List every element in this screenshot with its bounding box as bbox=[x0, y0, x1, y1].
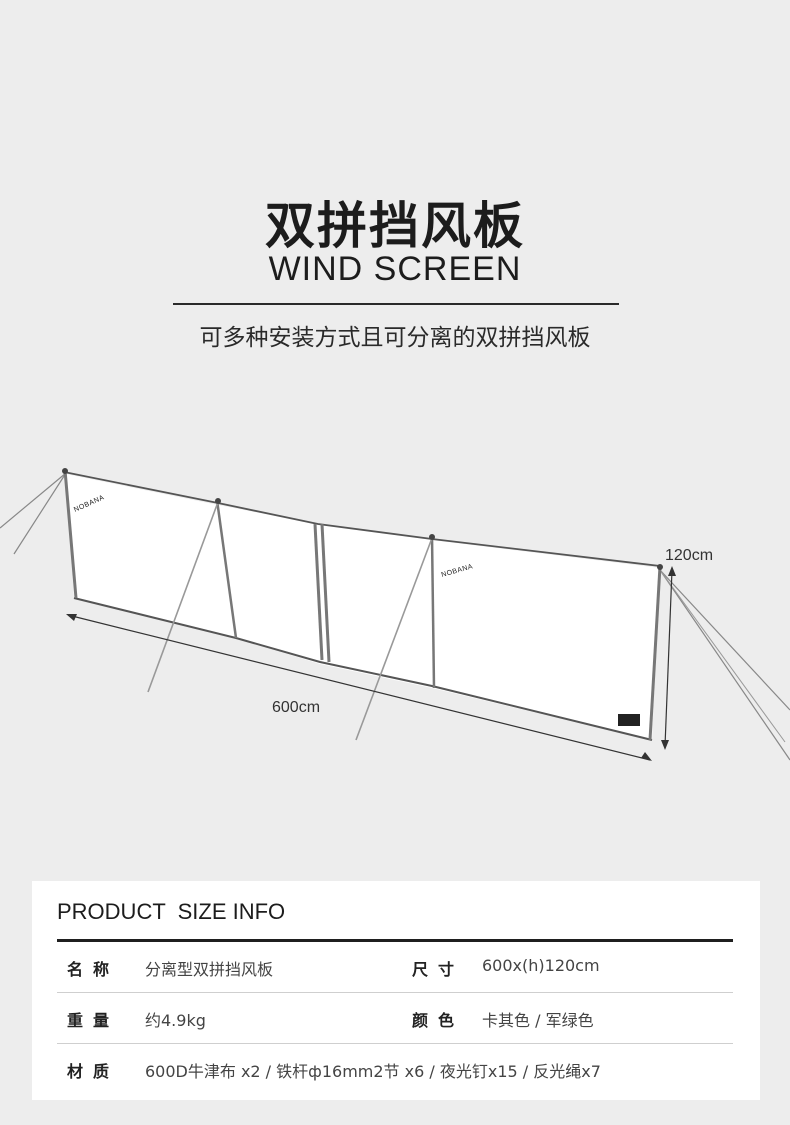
subtitle: 可多种安装方式且可分离的双拼挡风板 bbox=[199, 325, 591, 351]
label-size: 尺寸 bbox=[412, 960, 465, 979]
value-color: 卡其色 / 军绿色 bbox=[482, 1011, 594, 1030]
title-english: WIND SCREEN bbox=[268, 250, 522, 288]
brand-tag bbox=[618, 714, 640, 726]
title-divider bbox=[173, 303, 619, 305]
title-chinese: 双拼挡风板 bbox=[265, 197, 525, 255]
label-name: 名称 bbox=[67, 960, 120, 979]
value-material: 600D牛津布 x2 / 铁杆ф16mm2节 x6 / 夜光钉x15 / 反光绳… bbox=[145, 1062, 601, 1081]
value-weight: 约4.9kg bbox=[145, 1011, 206, 1030]
label-weight: 重量 bbox=[67, 1011, 120, 1030]
wind-screen-drawing: NOBANA NOBANA 120cm 600cm bbox=[0, 468, 790, 761]
value-size: 600x(h)120cm bbox=[482, 956, 600, 975]
info-row: 名称 分离型双拼挡风板 尺寸 600x(h)120cm bbox=[57, 942, 733, 993]
info-divider bbox=[57, 939, 733, 942]
info-row: 重量 约4.9kg 颜色 卡其色 / 军绿色 bbox=[57, 993, 733, 1044]
label-color: 颜色 bbox=[412, 1011, 465, 1030]
info-row: 材质 600D牛津布 x2 / 铁杆ф16mm2节 x6 / 夜光钉x15 / … bbox=[57, 1044, 733, 1094]
length-dimension-label: 600cm bbox=[272, 699, 320, 716]
product-size-info: PRODUCT SIZE INFO 名称 分离型双拼挡风板 尺寸 600x(h)… bbox=[32, 881, 760, 1100]
height-dimension-label: 120cm bbox=[665, 547, 713, 564]
wind-screen-illustration: NOBANA NOBANA 120cm 600cm bbox=[0, 440, 790, 805]
value-name: 分离型双拼挡风板 bbox=[145, 960, 274, 979]
label-material: 材质 bbox=[67, 1062, 120, 1081]
fabric-panel bbox=[66, 474, 660, 740]
info-heading: PRODUCT SIZE INFO bbox=[57, 899, 286, 924]
